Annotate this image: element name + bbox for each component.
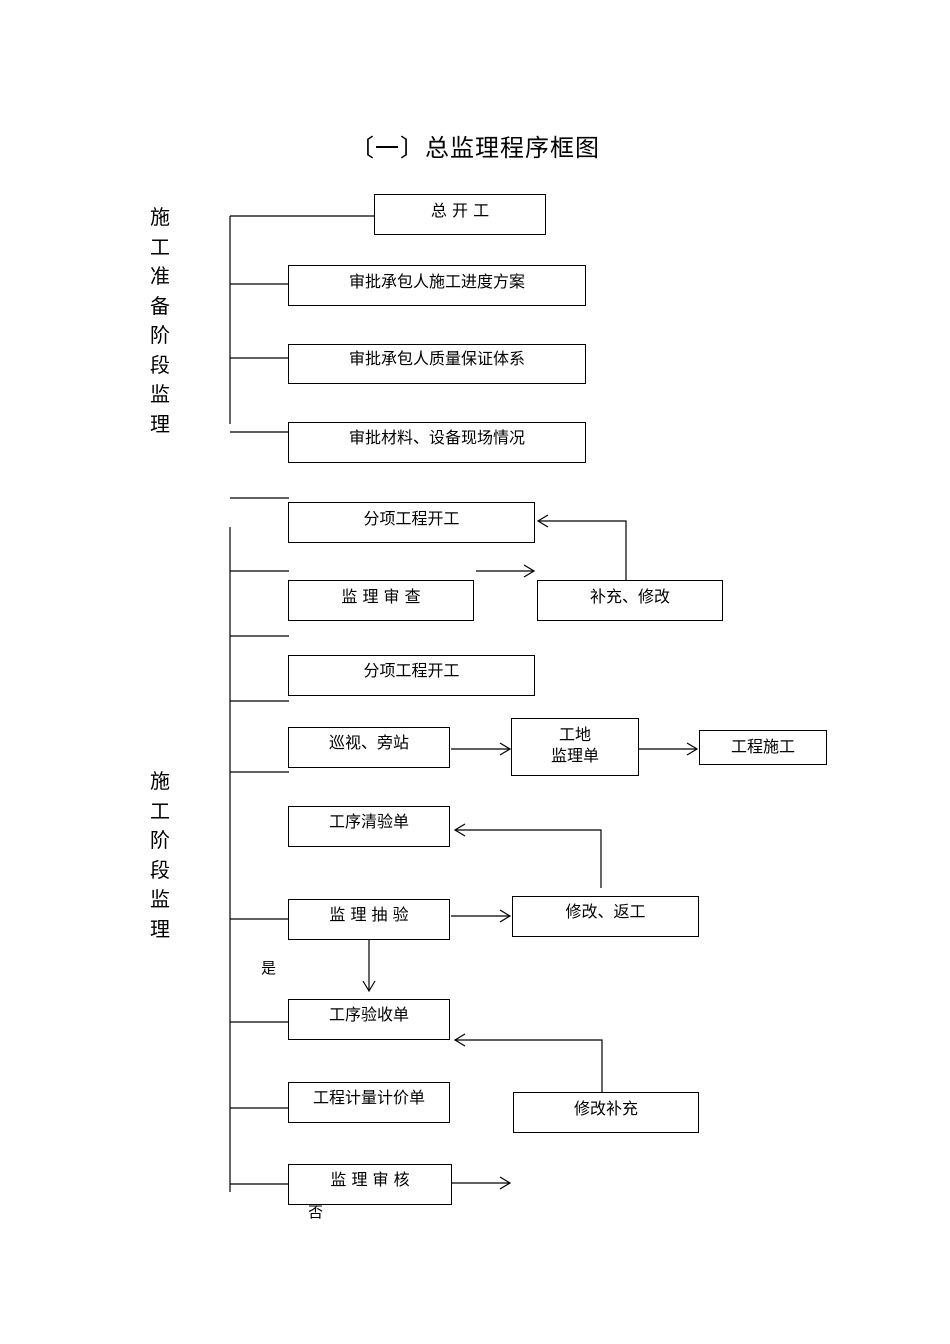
box-measurement: 工程计量计价单 xyxy=(288,1082,450,1123)
label-yes: 是 xyxy=(261,959,277,977)
box-approve-schedule: 审批承包人施工进度方案 xyxy=(288,265,586,306)
box-supplement-revise: 补充、修改 xyxy=(537,580,723,621)
box-approve-materials: 审批材料、设备现场情况 xyxy=(288,422,586,463)
box-spot-check: 监 理 抽 验 xyxy=(288,899,450,940)
box-start: 总 开 工 xyxy=(374,194,546,235)
stage-label-construction: 施工 阶段 监理 xyxy=(150,769,170,941)
box-revise-supplement: 修改补充 xyxy=(513,1092,699,1133)
box-supervision-review: 监 理 审 查 xyxy=(288,580,474,621)
box-process-inspection: 工序清验单 xyxy=(288,806,450,847)
label-no: 否 xyxy=(308,1203,324,1221)
box-revise-rework: 修改、返工 xyxy=(512,896,699,937)
box-approve-quality: 审批承包人质量保证体系 xyxy=(288,344,586,384)
box-construction: 工程施工 xyxy=(699,730,827,765)
box-process-acceptance: 工序验收单 xyxy=(288,999,450,1040)
box-final-review: 监 理 审 核 xyxy=(288,1164,452,1205)
page-title: 〔一〕总监理程序框图 xyxy=(350,134,600,162)
box-subitem-start-2: 分项工程开工 xyxy=(288,655,535,696)
stage-label-prep: 施工 准备 阶段 监理 xyxy=(150,205,170,436)
box-subitem-start-1: 分项工程开工 xyxy=(288,502,535,543)
box-site-order: 工地 监理单 xyxy=(511,718,639,776)
box-patrol: 巡视、旁站 xyxy=(288,727,450,768)
